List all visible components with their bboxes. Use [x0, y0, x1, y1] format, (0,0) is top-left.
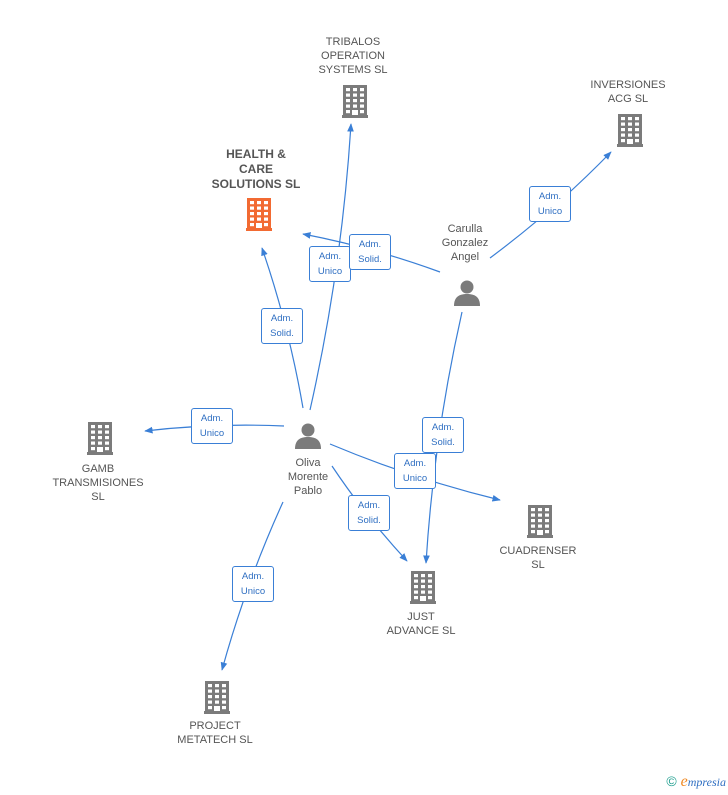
company-building-icon-cuadrenser[interactable]: [527, 504, 553, 543]
footer-brand[interactable]: ©empresia: [666, 773, 726, 791]
company-label-inversiones[interactable]: INVERSIONES ACG SL: [590, 79, 666, 105]
relation-label-carulla-just[interactable]: Adm. Solid.: [422, 417, 464, 453]
company-label-just[interactable]: JUST ADVANCE SL: [386, 611, 456, 637]
company-building-icon-tribalos[interactable]: [342, 84, 368, 123]
company-building-icon-inversiones[interactable]: [617, 113, 643, 152]
copyright-icon: ©: [666, 773, 677, 789]
brand-initial: e: [680, 773, 688, 790]
company-label-cuadrenser[interactable]: CUADRENSER SL: [499, 545, 577, 571]
person-icon-carulla[interactable]: [453, 278, 481, 311]
relation-label-carulla-health[interactable]: Adm. Solid.: [349, 234, 391, 270]
person-label-oliva[interactable]: Oliva Morente Pablo: [287, 457, 329, 497]
company-building-icon-just[interactable]: [410, 570, 436, 609]
company-label-gamb[interactable]: GAMB TRANSMISIONES SL: [52, 463, 144, 503]
company-label-health[interactable]: HEALTH & CARE SOLUTIONS SL: [211, 147, 301, 191]
company-building-icon-health[interactable]: [246, 197, 272, 236]
company-building-icon-gamb[interactable]: [87, 421, 113, 460]
person-label-carulla[interactable]: Carulla Gonzalez Angel: [441, 223, 489, 263]
relation-label-carulla-inversiones[interactable]: Adm. Unico: [529, 186, 571, 222]
company-building-icon-project[interactable]: [204, 680, 230, 719]
brand-name: mpresia: [687, 775, 726, 789]
person-icon-oliva[interactable]: [294, 421, 322, 454]
company-label-tribalos[interactable]: TRIBALOS OPERATION SYSTEMS SL: [318, 36, 388, 76]
relation-label-oliva-tribalos[interactable]: Adm. Unico: [309, 246, 351, 282]
relation-label-oliva-health[interactable]: Adm. Solid.: [261, 308, 303, 344]
company-label-project[interactable]: PROJECT METATECH SL: [177, 720, 253, 746]
relation-label-oliva-project[interactable]: Adm. Unico: [232, 566, 274, 602]
relation-label-oliva-just[interactable]: Adm. Solid.: [348, 495, 390, 531]
relation-label-oliva-cuadrenser[interactable]: Adm. Unico: [394, 453, 436, 489]
relation-label-oliva-gamb[interactable]: Adm. Unico: [191, 408, 233, 444]
